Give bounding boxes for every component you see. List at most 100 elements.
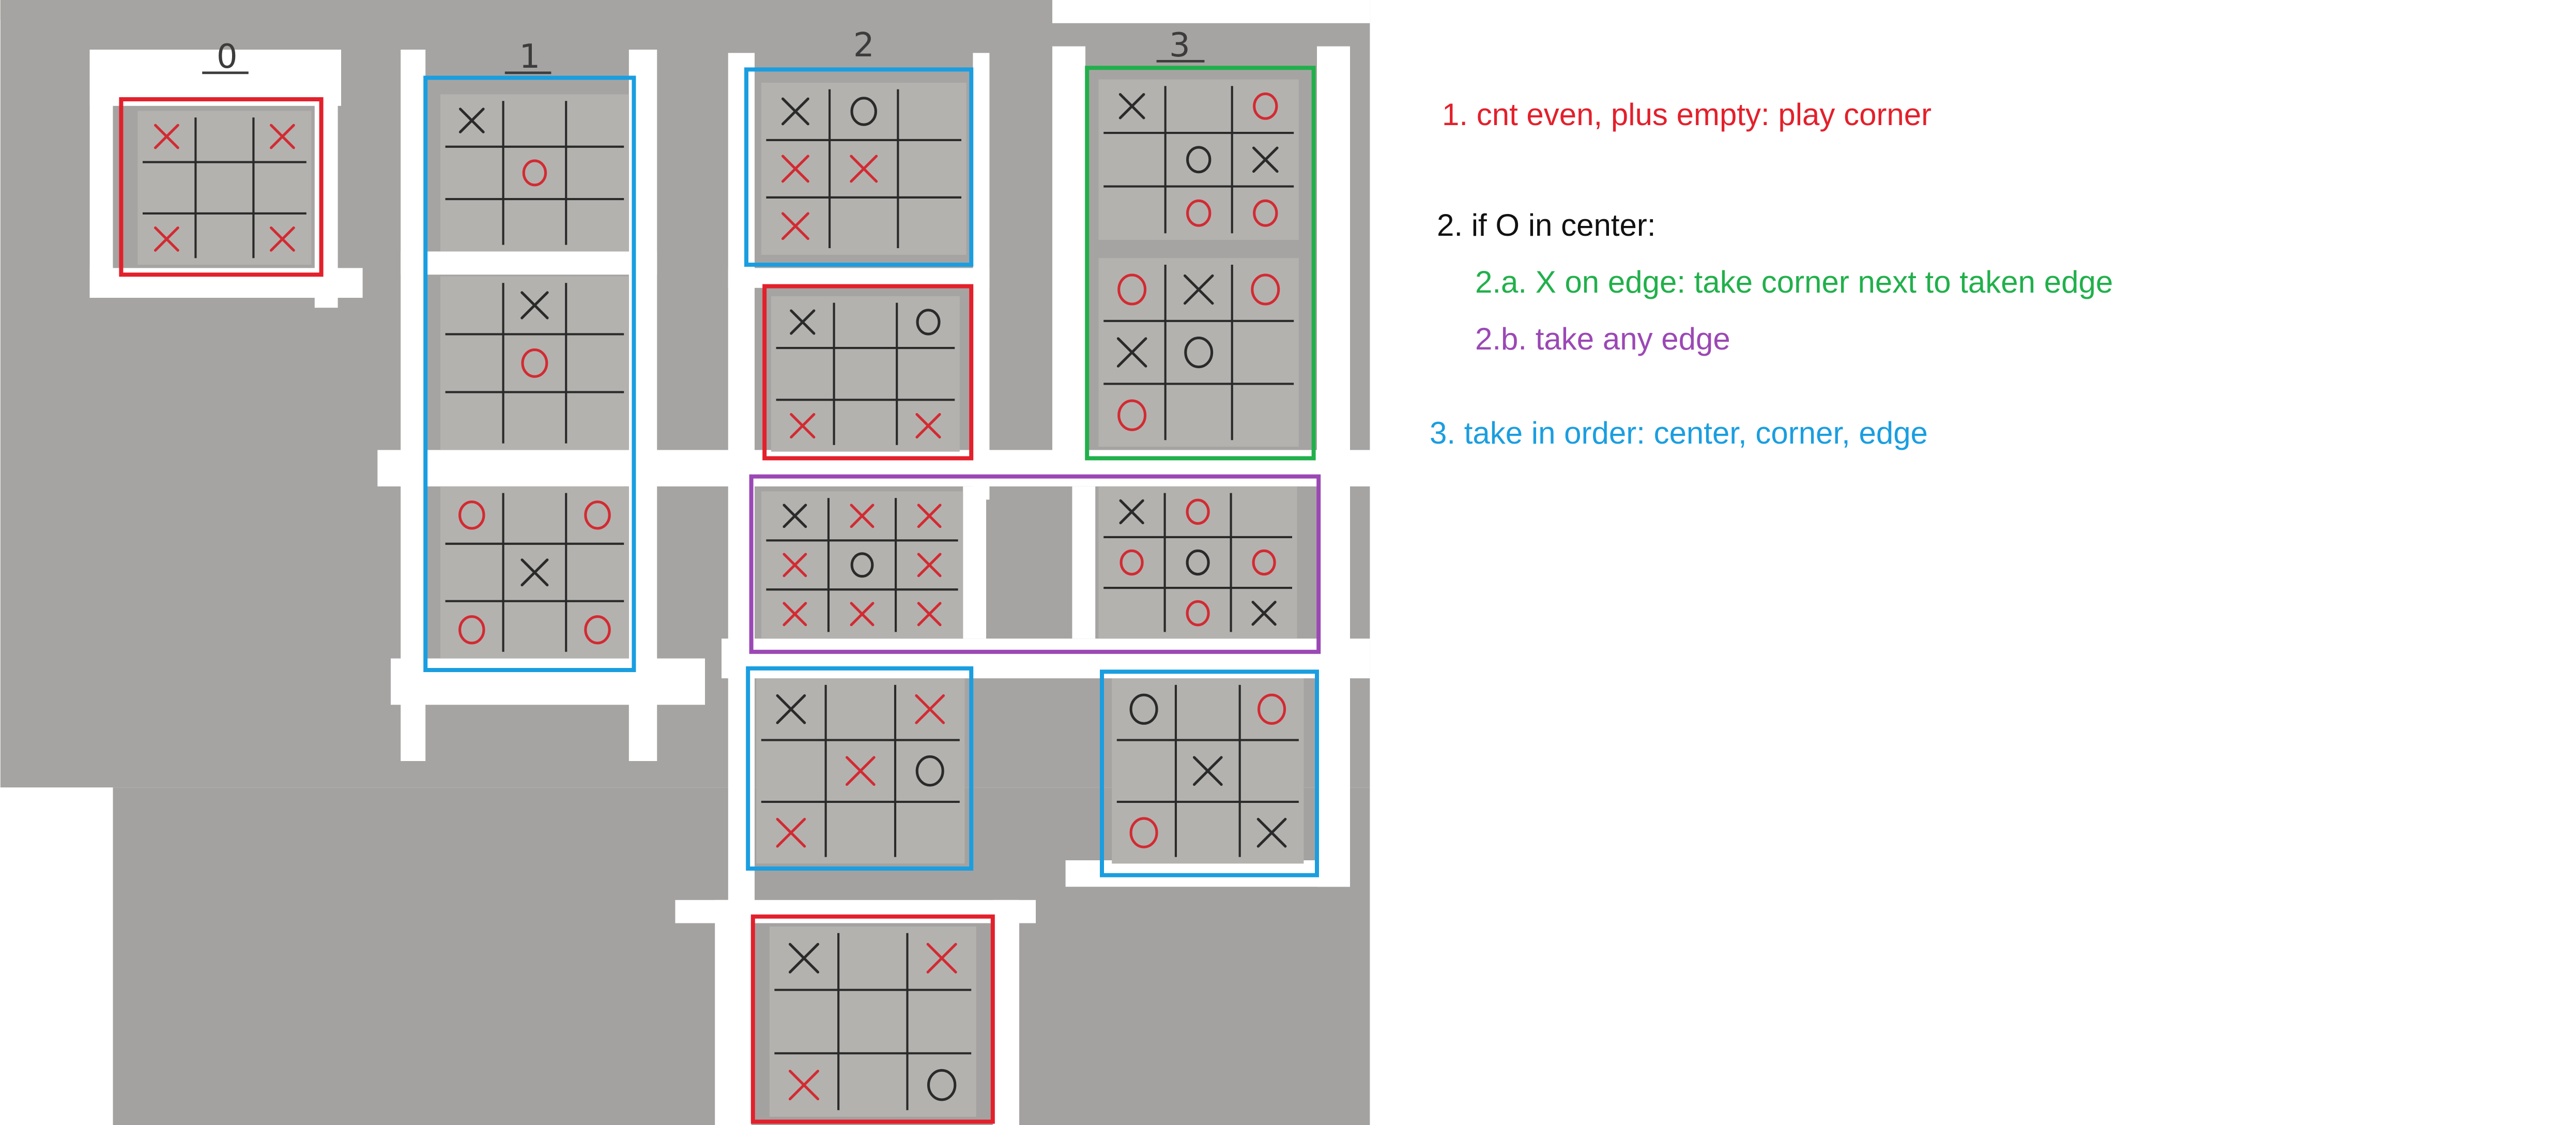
rule-1-text: 1. cnt even, plus empty: play corner (1442, 97, 1932, 132)
tictactoe-board-c0-1 (137, 111, 312, 265)
o-mark (1186, 199, 1212, 227)
frame-rule1-bottom (750, 914, 995, 1124)
tictactoe-board-c2-3 (761, 491, 963, 639)
x-mark (781, 155, 809, 183)
tictactoe-board-c1-3 (440, 486, 629, 659)
frame-rule3-col3-bottom (1100, 670, 1320, 877)
x-mark (1251, 600, 1277, 626)
x-mark (1116, 337, 1147, 368)
x-mark (520, 291, 549, 320)
x-mark (790, 413, 816, 439)
x-mark (783, 553, 807, 577)
x-mark (776, 817, 806, 848)
tictactoe-board-c3-1 (1098, 79, 1299, 240)
x-mark (1256, 817, 1287, 848)
o-mark (1252, 549, 1276, 576)
x-mark (1192, 756, 1223, 786)
x-mark (1119, 499, 1144, 525)
x-mark (776, 694, 806, 724)
o-mark (1120, 549, 1144, 576)
x-mark (270, 124, 295, 149)
tictactoe-board-c2-5 (769, 926, 976, 1117)
o-mark (458, 615, 485, 645)
o-mark (927, 1069, 957, 1101)
o-mark (1129, 693, 1158, 725)
tictactoe-board-c3-4 (1112, 678, 1304, 864)
x-mark (845, 756, 876, 786)
frame-rule1-col0 (119, 97, 324, 277)
o-mark (916, 309, 941, 336)
frame-rule1-col2 (762, 284, 974, 461)
x-mark (926, 942, 957, 974)
o-mark (584, 500, 611, 530)
rule-2a-text: 2.a. X on edge: take corner next to take… (1475, 265, 2113, 299)
x-mark (270, 226, 295, 252)
x-mark (790, 309, 816, 335)
o-mark (1186, 549, 1210, 576)
o-mark (521, 348, 548, 378)
column-header-2: 2 (853, 26, 875, 65)
x-mark (458, 108, 485, 133)
x-mark (850, 155, 878, 183)
x-mark (915, 413, 941, 439)
frame-rule2b-row (749, 474, 1321, 654)
frame-rule2a-col3 (1085, 66, 1316, 461)
x-mark (783, 504, 807, 528)
rule-2-text: 2. if O in center: (1437, 208, 1656, 242)
highlight-frames (119, 66, 1321, 1124)
x-mark (781, 212, 809, 240)
x-mark (917, 553, 942, 577)
column-headers: 0 1 2 3 (202, 26, 1205, 76)
o-mark (1251, 273, 1280, 306)
x-mark (154, 226, 179, 252)
column-header-0: 0 (217, 38, 238, 76)
o-mark (915, 755, 944, 787)
column-header-1: 1 (519, 38, 540, 76)
x-mark (915, 694, 945, 724)
x-mark (1183, 274, 1214, 305)
o-mark (1253, 92, 1278, 120)
tictactoe-board-c2-1 (761, 83, 967, 255)
o-mark (1117, 399, 1147, 431)
tictactoe-board-c2-4 (756, 678, 965, 864)
o-mark (584, 615, 611, 645)
o-mark (1186, 498, 1210, 525)
o-mark (1117, 273, 1147, 306)
o-mark (850, 97, 877, 126)
column-header-3: 3 (1169, 26, 1190, 65)
o-mark (1186, 146, 1212, 174)
x-mark (788, 942, 820, 974)
x-mark (917, 602, 942, 627)
o-mark (1253, 199, 1278, 227)
frame-rule3-col1 (423, 75, 636, 672)
x-mark (917, 504, 942, 528)
tictactoe-board-c1-2 (440, 276, 629, 450)
rule-3-text: 3. take in order: center, corner, edge (1430, 416, 1928, 450)
frame-rule3-col2-top (744, 67, 974, 267)
tictactoe-board-c3-3 (1098, 486, 1297, 639)
x-mark (850, 504, 875, 528)
boards-layer (137, 79, 1304, 1117)
frame-rule3-col2-bottom (746, 666, 974, 871)
x-mark (1118, 93, 1145, 119)
x-mark (520, 558, 549, 587)
x-mark (781, 97, 809, 126)
o-mark (522, 159, 547, 187)
rule-2b-text: 2.b. take any edge (1475, 322, 1730, 356)
o-mark (1184, 336, 1214, 369)
o-mark (1258, 693, 1286, 725)
x-mark (1252, 146, 1279, 173)
x-mark (850, 602, 875, 627)
o-mark (1186, 600, 1210, 627)
x-mark (783, 602, 807, 627)
tictactoe-board-c2-2 (771, 296, 960, 452)
tictactoe-board-c1-1 (440, 94, 629, 252)
tictactoe-board-c3-2 (1098, 258, 1299, 447)
o-mark (458, 500, 485, 530)
o-mark (850, 552, 874, 578)
o-mark (1129, 817, 1158, 848)
x-mark (154, 124, 179, 149)
x-mark (788, 1070, 820, 1101)
